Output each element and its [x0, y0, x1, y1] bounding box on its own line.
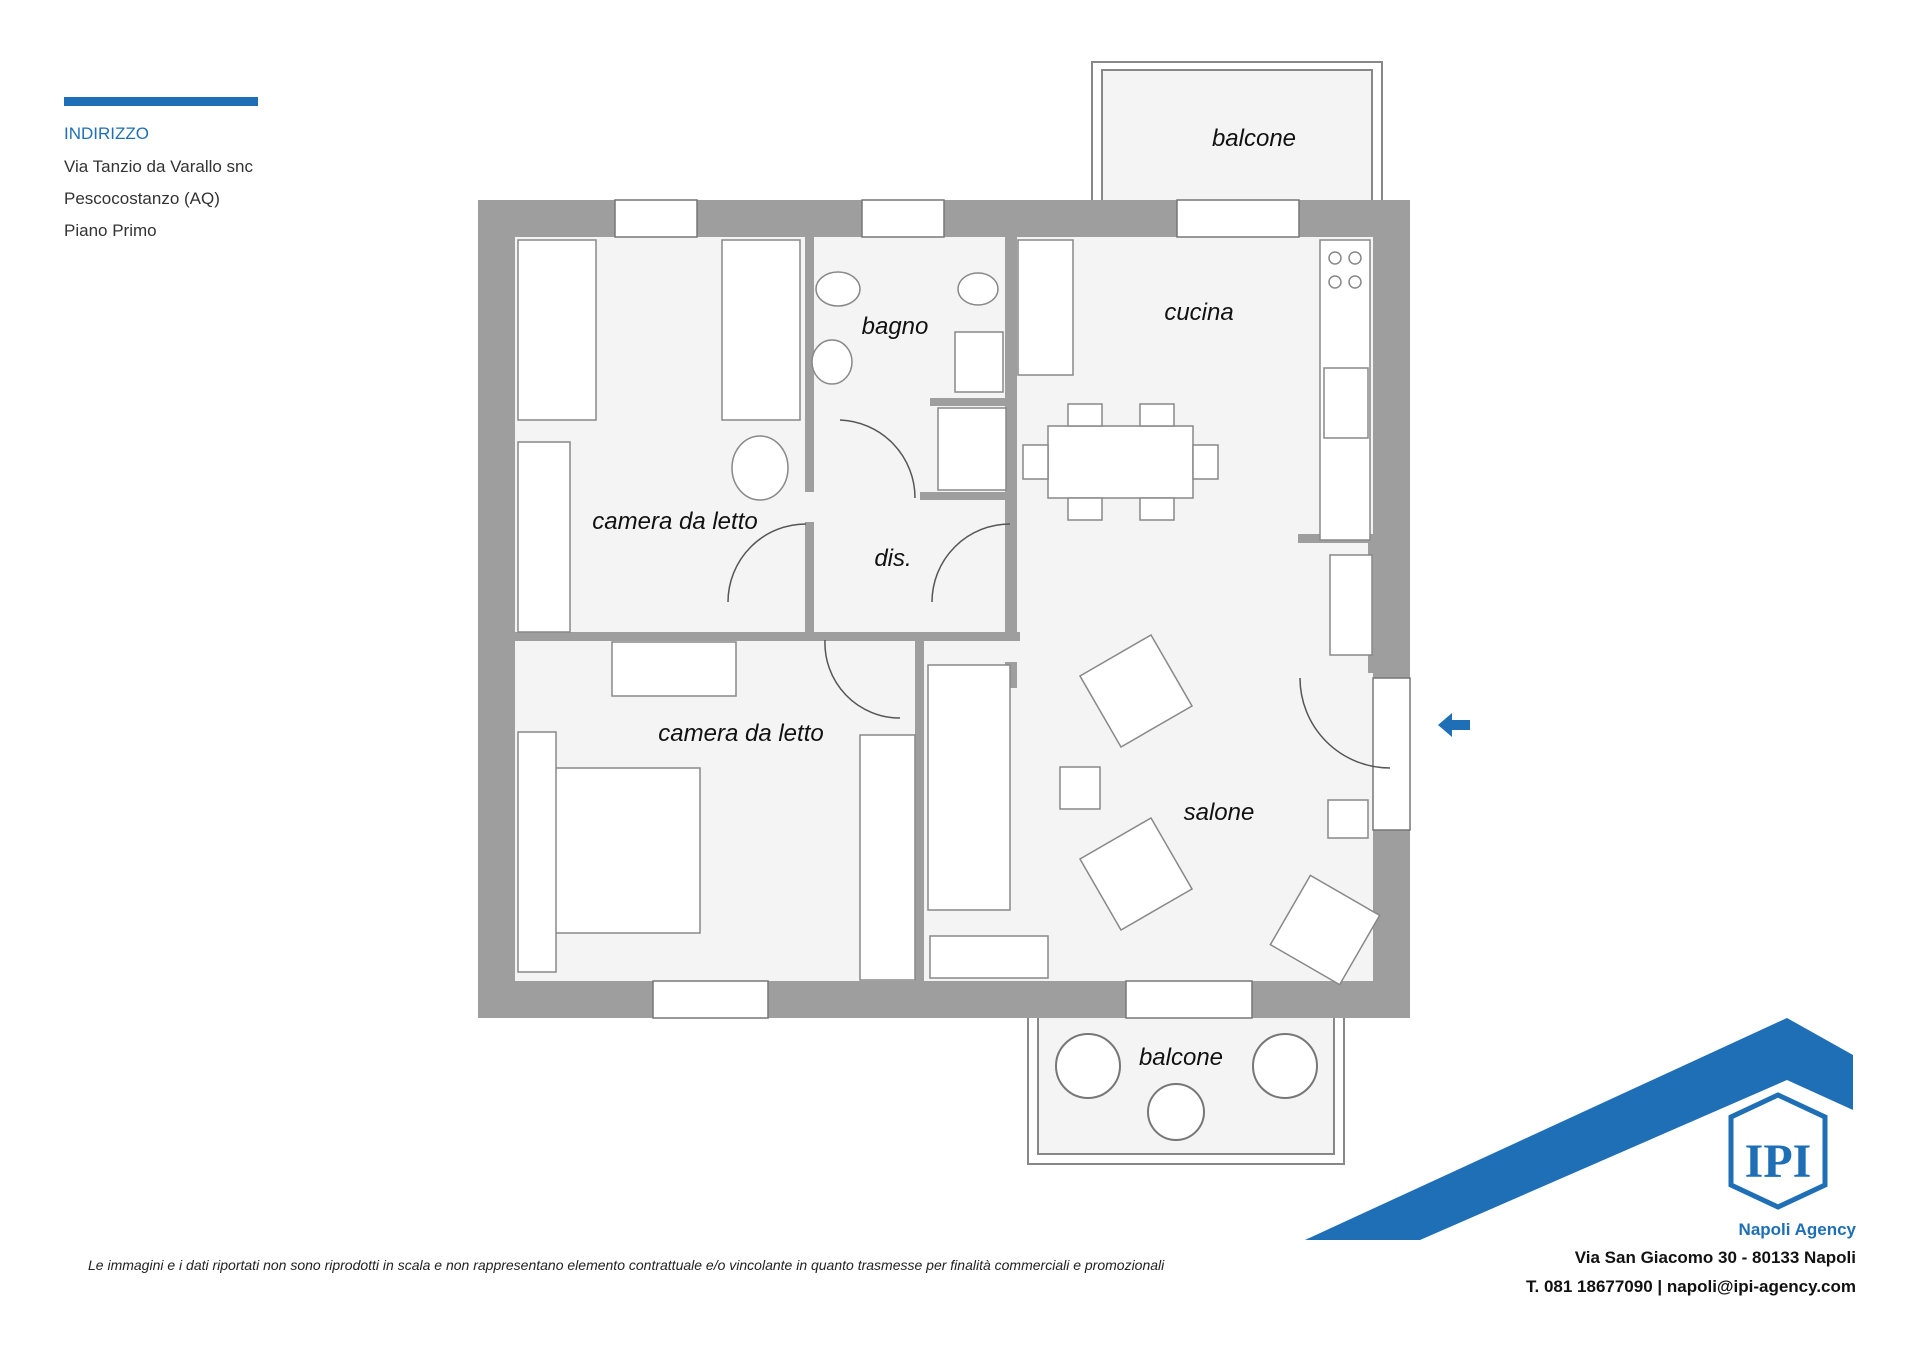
address-floor: Piano Primo	[64, 221, 157, 240]
address-street: Via Tanzio da Varallo snc	[64, 157, 254, 176]
table-icon	[1147, 1083, 1205, 1141]
address-heading: INDIRIZZO	[64, 124, 149, 143]
logo-text: IPI	[1745, 1135, 1812, 1188]
chair-icon	[731, 435, 789, 501]
wardrobe-icon	[859, 734, 916, 981]
bedroom2-furniture	[517, 641, 916, 981]
room-label-bagno: bagno	[862, 313, 929, 340]
armchair-icon	[1078, 816, 1194, 932]
address-city: Pescocostanzo (AQ)	[64, 189, 220, 208]
room-label-dis: dis.	[874, 545, 911, 572]
dresser-icon	[611, 641, 737, 697]
agency-contact: T. 081 18677090 | napoli@ipi-agency.com	[1526, 1277, 1856, 1296]
coffee-table-icon	[1059, 766, 1101, 810]
sofa-icon	[927, 664, 1011, 911]
doors	[727, 419, 1391, 769]
windows	[614, 199, 1411, 1019]
room-label-camera-1: camera da letto	[592, 508, 757, 535]
room-label-camera-2: camera da letto	[658, 720, 823, 747]
agency-logo: IPI	[1728, 1092, 1828, 1210]
tv-stand-icon	[929, 935, 1049, 979]
entrance-arrow-icon	[1438, 713, 1470, 737]
toilet-icon	[815, 271, 861, 307]
stove-icon	[1328, 251, 1342, 265]
address-accent-bar	[64, 97, 258, 106]
balcony-bottom	[1027, 1015, 1345, 1165]
room-label-cucina: cucina	[1164, 299, 1233, 326]
disclaimer-text: Le immagini e i dati riportati non sono …	[88, 1257, 1165, 1273]
sink-icon	[811, 339, 853, 385]
room-label-balcone-bottom: balcone	[1139, 1044, 1223, 1071]
kitchen-sink-icon	[1323, 367, 1369, 439]
bedroom1-furniture	[517, 239, 801, 633]
chair-icon	[1055, 1033, 1121, 1099]
salone-furniture	[927, 633, 1381, 986]
wardrobe-icon	[517, 441, 571, 633]
chair-icon	[1252, 1033, 1318, 1099]
armchair-icon	[1078, 633, 1194, 749]
bed-icon	[517, 239, 597, 421]
bidet-icon	[957, 272, 999, 306]
desk-icon	[1269, 874, 1381, 986]
kitchen-furniture	[1017, 239, 1373, 656]
agency-name: Napoli Agency	[1738, 1220, 1856, 1239]
shower-icon	[937, 407, 1007, 491]
room-label-balcone-top: balcone	[1212, 125, 1296, 152]
dining-table-icon	[1047, 425, 1194, 499]
agency-address: Via San Giacomo 30 - 80133 Napoli	[1574, 1248, 1856, 1267]
double-bed-icon	[554, 767, 701, 934]
bathroom-fixtures	[811, 271, 1007, 491]
room-label-salone: salone	[1184, 799, 1255, 826]
bed-icon	[721, 239, 801, 421]
